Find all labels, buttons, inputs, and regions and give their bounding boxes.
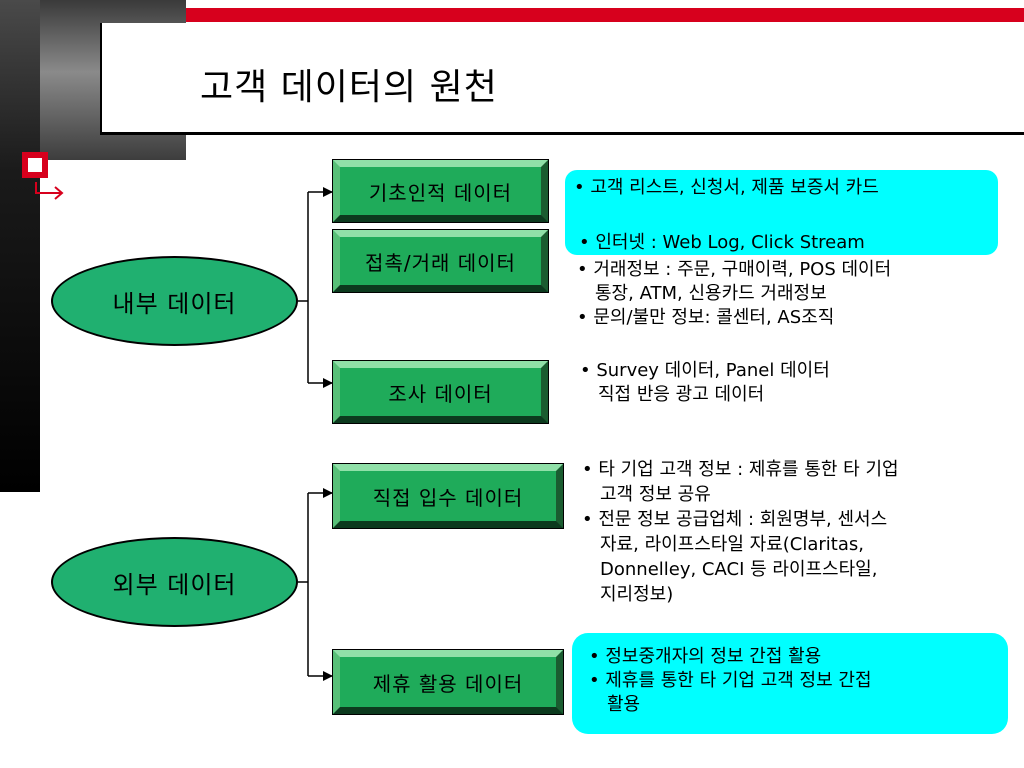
detail-line: Donnelley, CACI 등 라이프스타일,: [600, 559, 878, 580]
survey-data-label: 조사 데이터: [388, 381, 493, 406]
external-data-label: 외부 데이터: [112, 570, 237, 599]
highlight-box-basic: [565, 170, 998, 255]
partner-detail-text: • 정보중개자의 정보 간접 활용 • 제휴를 통한 타 기업 고객 정보 간접…: [589, 645, 872, 717]
direct-data-box: 직접 입수 데이터: [332, 463, 564, 529]
detail-line: • Survey 데이터, Panel 데이터: [580, 360, 830, 381]
basic-data-label: 기초인적 데이터: [368, 180, 513, 205]
detail-line: 직접 반응 광고 데이터: [598, 384, 765, 405]
decorative-red-bar: [186, 8, 1024, 22]
detail-line: • 인터넷 : Web Log, Click Stream: [579, 232, 865, 253]
basic-data-box: 기초인적 데이터: [332, 159, 549, 223]
detail-line: 활용: [607, 694, 641, 715]
detail-line: • 제휴를 통한 타 기업 고객 정보 간접: [589, 670, 872, 691]
detail-line: • 문의/불만 정보: 콜센터, AS조직: [577, 307, 835, 328]
web-detail-text: • 인터넷 : Web Log, Click Stream: [579, 231, 865, 255]
detail-line: 자료, 라이프스타일 자료(Claritas,: [600, 534, 864, 555]
survey-detail-text: • Survey 데이터, Panel 데이터 직접 반응 광고 데이터: [580, 359, 830, 407]
internal-data-label: 내부 데이터: [112, 289, 237, 318]
detail-line: 지리정보): [600, 584, 674, 605]
partner-data-box: 제휴 활용 데이터: [332, 649, 564, 715]
square-bullet-icon: [22, 152, 48, 178]
direct-data-label: 직접 입수 데이터: [372, 485, 524, 510]
detail-line: • 고객 리스트, 신청서, 제품 보증서 카드: [574, 177, 879, 198]
title-panel: [100, 23, 1024, 135]
partner-data-label: 제휴 활용 데이터: [372, 671, 524, 696]
survey-data-box: 조사 데이터: [332, 360, 549, 424]
basic-detail-text: • 고객 리스트, 신청서, 제품 보증서 카드: [574, 176, 879, 200]
contact-data-label: 접촉/거래 데이터: [365, 250, 516, 275]
detail-line: • 거래정보 : 주문, 구매이력, POS 데이터: [577, 259, 892, 280]
internal-data-node: 내부 데이터: [51, 256, 298, 346]
arrow-right-icon: [35, 182, 64, 200]
external-data-node: 외부 데이터: [51, 537, 298, 627]
direct-detail-text: • 타 기업 고객 정보 : 제휴를 통한 타 기업 고객 정보 공유 • 전문…: [582, 457, 899, 607]
decorative-left-bar: [0, 0, 40, 492]
contact-data-box: 접촉/거래 데이터: [332, 229, 549, 293]
detail-line: 통장, ATM, 신용카드 거래정보: [595, 283, 827, 304]
detail-line: 고객 정보 공유: [600, 484, 711, 505]
detail-line: • 정보중개자의 정보 간접 활용: [589, 646, 822, 667]
highlight-box-partner: [572, 633, 1008, 734]
page-title: 고객 데이터의 원천: [200, 67, 498, 108]
detail-line: • 타 기업 고객 정보 : 제휴를 통한 타 기업: [582, 459, 899, 480]
contact-detail-text: • 거래정보 : 주문, 구매이력, POS 데이터 통장, ATM, 신용카드…: [577, 258, 891, 330]
detail-line: • 전문 정보 공급업체 : 회원명부, 센서스: [582, 509, 888, 530]
